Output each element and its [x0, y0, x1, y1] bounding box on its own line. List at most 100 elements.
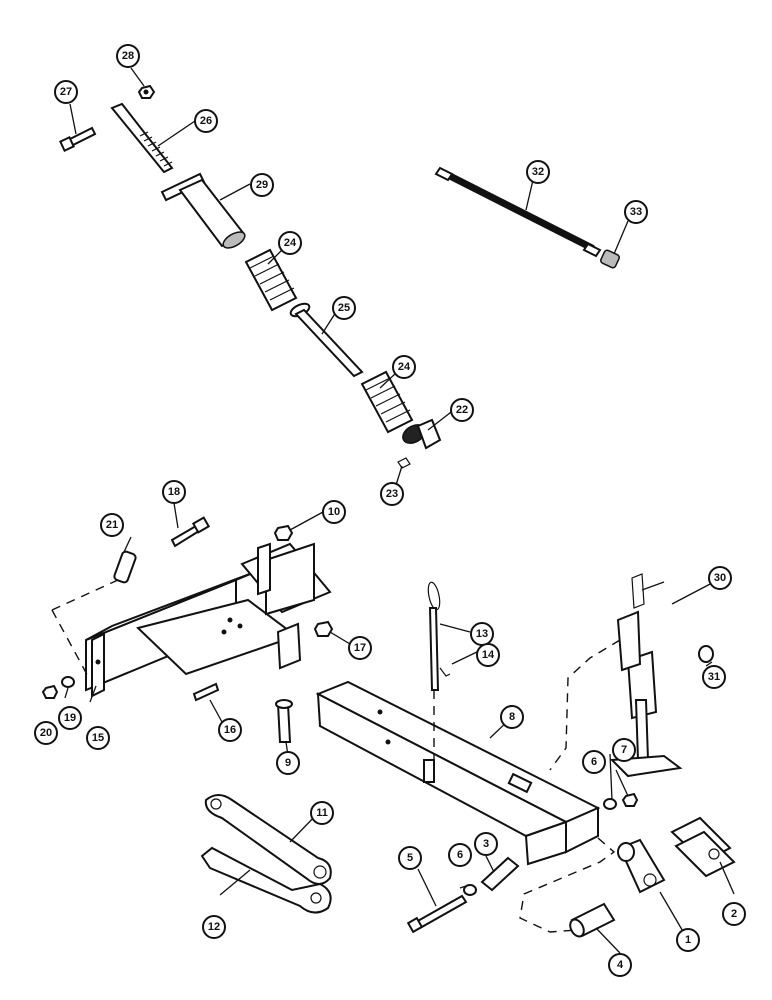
svg-text:28: 28: [122, 50, 134, 62]
svg-text:33: 33: [630, 206, 642, 218]
svg-text:18: 18: [168, 486, 180, 498]
svg-text:17: 17: [354, 642, 366, 654]
sleeve-3: [480, 856, 520, 892]
svg-text:26: 26: [200, 115, 212, 127]
callout-27: 27: [54, 80, 78, 104]
hitch-pin-13: [427, 581, 441, 691]
callout-5: 5: [398, 846, 422, 870]
svg-text:9: 9: [285, 757, 291, 769]
svg-text:32: 32: [532, 166, 544, 178]
svg-text:4: 4: [617, 959, 624, 971]
callout-11: 11: [310, 801, 334, 825]
bolt-18: [170, 516, 211, 548]
callout-4: 4: [608, 953, 632, 977]
nut-10: [273, 524, 294, 541]
callout-17: 17: [348, 636, 372, 660]
callout-29: 29: [250, 173, 274, 197]
callout-6-lower: 6: [448, 843, 472, 867]
ring-31: [698, 645, 714, 663]
svg-text:16: 16: [224, 724, 236, 736]
callout-3: 3: [474, 832, 498, 856]
svg-text:6: 6: [457, 849, 463, 861]
washer-6-lower: [463, 884, 477, 896]
callout-32: 32: [526, 160, 550, 184]
svg-text:25: 25: [338, 302, 350, 314]
callout-20: 20: [34, 721, 58, 745]
svg-text:10: 10: [328, 506, 340, 518]
callout-21: 21: [100, 513, 124, 537]
sleeve-21: [113, 550, 137, 584]
svg-text:8: 8: [509, 711, 515, 723]
drawbar-8: [315, 680, 601, 866]
bolt-27: [59, 126, 97, 152]
pin-25: [289, 302, 364, 378]
leader-lines: [64, 67, 735, 954]
svg-text:24: 24: [398, 361, 411, 373]
clevis-1: [617, 838, 666, 894]
callout-12: 12: [202, 915, 226, 939]
nut-28: [137, 84, 156, 99]
bushing-4: [569, 902, 616, 938]
jack-30: [609, 573, 683, 778]
svg-text:14: 14: [482, 649, 495, 661]
callout-6-upper: 6: [582, 750, 606, 774]
callout-1: 1: [676, 928, 700, 952]
callout-25: 25: [332, 296, 356, 320]
clip-23: [397, 457, 411, 469]
washer-6-upper: [603, 798, 617, 810]
svg-text:24: 24: [284, 237, 297, 249]
assembly-line-8-clevis: [519, 837, 616, 933]
svg-text:20: 20: [40, 727, 52, 739]
svg-text:1: 1: [685, 934, 691, 946]
callout-30: 30: [708, 566, 732, 590]
callout-16: 16: [218, 718, 242, 742]
nut-20: [41, 684, 59, 699]
bolt-5: [406, 894, 468, 934]
nut-7: [621, 792, 639, 807]
svg-text:21: 21: [106, 519, 118, 531]
svg-text:19: 19: [64, 712, 76, 724]
callout-9: 9: [276, 751, 300, 775]
assembly-line-30-8: [549, 639, 621, 771]
svg-text:15: 15: [92, 732, 104, 744]
callout-23: 23: [380, 482, 404, 506]
callout-2: 2: [722, 902, 746, 926]
wrench-12: [200, 846, 332, 914]
svg-text:22: 22: [456, 404, 468, 416]
svg-text:12: 12: [208, 921, 220, 933]
callout-13: 13: [470, 622, 494, 646]
callout-22: 22: [450, 398, 474, 422]
svg-text:3: 3: [483, 838, 489, 850]
fitting-33: [600, 249, 620, 269]
clip-14: [439, 667, 451, 677]
callout-7: 7: [612, 738, 636, 762]
callout-8: 8: [500, 705, 524, 729]
assembly-line-15-21: [51, 579, 119, 681]
svg-text:5: 5: [407, 852, 413, 864]
callout-28: 28: [116, 44, 140, 68]
hose-32: [434, 166, 602, 258]
svg-text:27: 27: [60, 86, 72, 98]
bolt-9: [275, 699, 293, 743]
svg-text:31: 31: [708, 671, 720, 683]
threaded-rod-26: [110, 102, 174, 174]
callout-15: 15: [86, 726, 110, 750]
callout-10: 10: [322, 500, 346, 524]
callout-14: 14: [476, 643, 500, 667]
svg-text:30: 30: [714, 572, 726, 584]
callout-19: 19: [58, 706, 82, 730]
bushing-22: [402, 418, 442, 450]
clevis-2: [670, 816, 736, 878]
spring-24-upper: [244, 248, 298, 312]
callout-33: 33: [624, 200, 648, 224]
tube-29: [160, 172, 246, 249]
washer-19: [61, 676, 75, 688]
spring-24-lower: [360, 370, 414, 434]
callout-24-upper: 24: [278, 231, 302, 255]
svg-text:7: 7: [621, 744, 627, 756]
svg-text:23: 23: [386, 488, 398, 500]
svg-text:2: 2: [731, 908, 737, 920]
hitch-frame-15: [85, 542, 332, 698]
wrench-11: [204, 794, 332, 885]
